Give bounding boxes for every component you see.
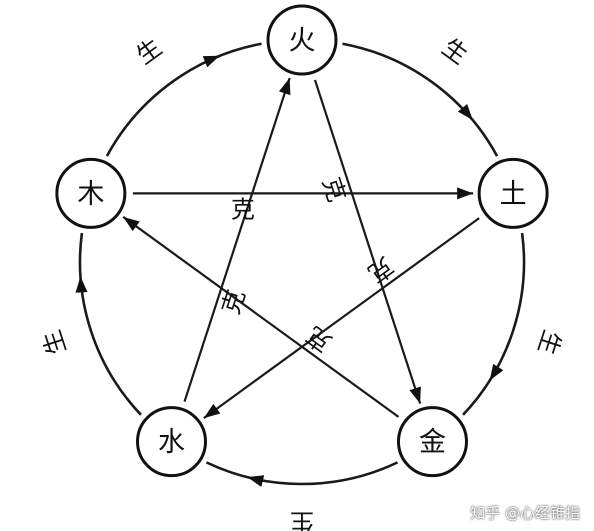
generating-arc bbox=[205, 461, 399, 486]
overcoming-arrow bbox=[123, 216, 140, 232]
overcoming-arrow bbox=[409, 386, 421, 404]
generating-arc bbox=[342, 42, 499, 157]
overcoming-label: 克 bbox=[363, 251, 399, 288]
overcoming-arrow bbox=[278, 78, 291, 96]
generating-arrow bbox=[489, 363, 504, 381]
element-node-wood bbox=[55, 157, 127, 229]
element-label-water: 水 bbox=[158, 427, 185, 458]
generating-label: 生 bbox=[532, 327, 566, 358]
element-label-earth: 土 bbox=[500, 179, 527, 210]
element-node-water bbox=[136, 406, 208, 478]
overcoming-line bbox=[122, 216, 400, 418]
generating-label: 生 bbox=[290, 508, 314, 531]
overcoming-label: 克 bbox=[217, 286, 251, 317]
element-node-metal bbox=[396, 406, 468, 478]
generating-arc bbox=[78, 232, 142, 416]
overcoming-label: 克 bbox=[231, 195, 255, 223]
generating-label: 生 bbox=[38, 327, 72, 358]
element-node-earth bbox=[477, 157, 549, 229]
overcoming-label: 克 bbox=[317, 174, 351, 205]
generating-arrow bbox=[247, 475, 265, 487]
overcoming-line bbox=[183, 77, 291, 402]
generating-arc bbox=[462, 232, 526, 416]
generating-label: 生 bbox=[437, 33, 473, 70]
element-label-wood: 木 bbox=[77, 179, 104, 210]
generating-arc bbox=[105, 42, 262, 157]
element-label-metal: 金 bbox=[419, 427, 446, 458]
generating-label: 生 bbox=[131, 33, 167, 70]
overcoming-line bbox=[313, 79, 422, 404]
watermark: 知乎 @心经锥指 bbox=[470, 504, 580, 522]
generating-arrow bbox=[202, 55, 220, 68]
overcoming-line bbox=[203, 217, 480, 419]
generating-arrow bbox=[457, 103, 473, 121]
overcoming-arrow bbox=[203, 403, 221, 419]
overcoming-arrow bbox=[457, 187, 474, 200]
element-label-fire: 火 bbox=[289, 26, 316, 57]
element-node-fire bbox=[266, 4, 338, 76]
generating-arrow bbox=[75, 276, 88, 293]
